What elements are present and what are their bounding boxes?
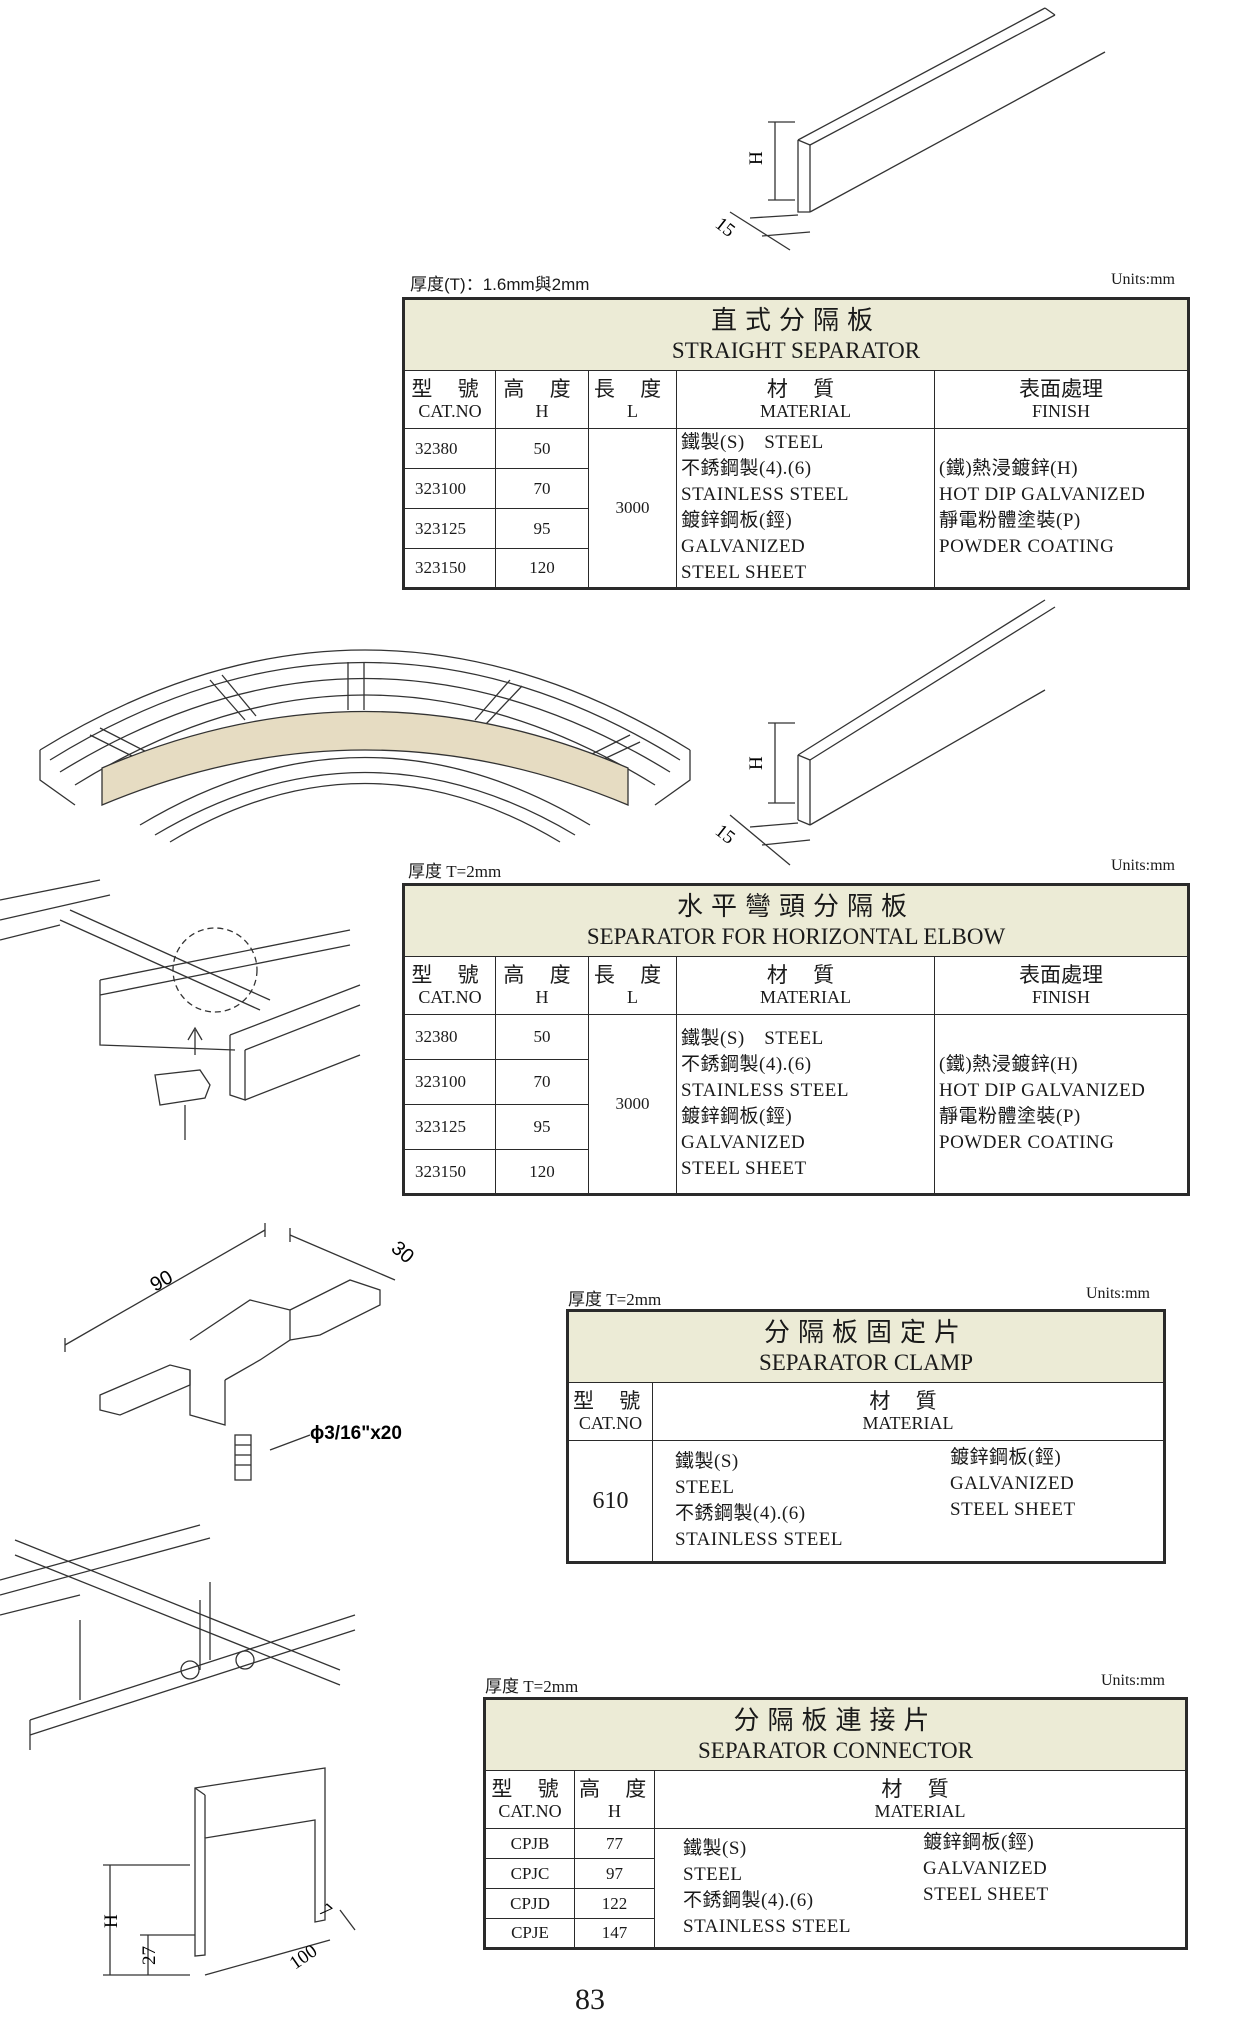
dim-27-label: 27 xyxy=(139,1946,160,1965)
horizontal-units: Units:mm xyxy=(1110,857,1175,874)
separator-highlight xyxy=(101,710,629,806)
table-cell-cat: 323100 xyxy=(403,1059,496,1105)
table-cell-material: 鐵製(S) STEEL 不銹鋼製(4).(6) STAINLESS STEEL … xyxy=(651,1440,1166,1563)
straight-separator-drawing: H 15 xyxy=(700,0,1120,280)
horizontal-elbow-table: 水平彎頭分隔板 SEPARATOR FOR HORIZONTAL ELBOW 型… xyxy=(402,883,1190,1196)
table-cell-length: 3000 xyxy=(588,1014,677,1195)
connector-install-drawing xyxy=(0,1520,370,1750)
table-cell-material: 鐵製(S) STEEL 不銹鋼製(4).(6) STAINLESS STEEL … xyxy=(676,1014,935,1195)
table-cell-h: 147 xyxy=(574,1918,655,1949)
table-cell-length: 3000 xyxy=(588,428,677,589)
table-cell-cat: 323150 xyxy=(403,1149,496,1195)
table-cell-h: 70 xyxy=(495,468,589,509)
dim-100-label: 100 xyxy=(286,1941,321,1975)
page-number: 83 xyxy=(575,1983,605,2016)
table-cell-material: 鐵製(S) STEEL 不銹鋼製(4).(6) STAINLESS STEEL … xyxy=(676,428,935,589)
clamp-units: Units:mm xyxy=(1085,1285,1150,1302)
straight-units: Units:mm xyxy=(1110,271,1175,288)
table-cell-cat: 323125 xyxy=(403,508,496,549)
clamp-install-drawing xyxy=(0,870,380,1160)
table-cell-cat: 323100 xyxy=(403,468,496,509)
table-cell-h: 77 xyxy=(574,1828,655,1859)
table-cell-h: 95 xyxy=(495,1104,589,1150)
connector-units: Units:mm xyxy=(1100,1672,1165,1689)
elbow-separator-profile-drawing: H 15 xyxy=(700,595,1120,870)
table-cell-cat: 32380 xyxy=(403,1014,496,1060)
dim-30-label: 30 xyxy=(387,1237,418,1268)
table-cell-h: 120 xyxy=(495,548,589,589)
table-cell-cat: CPJE xyxy=(484,1918,575,1949)
clamp-thickness-note: 厚度 T=2mm xyxy=(568,1290,662,1309)
table-cell-h: 50 xyxy=(495,1014,589,1060)
dim-15-label: 15 xyxy=(711,820,739,848)
table-cell-h: 120 xyxy=(495,1149,589,1195)
dim-15-label: 15 xyxy=(711,213,739,241)
dim-h-label: H xyxy=(746,756,767,770)
table-cell-cat: 610 xyxy=(567,1440,653,1563)
table-cell-cat: CPJC xyxy=(484,1858,575,1889)
horizontal-elbow-drawing xyxy=(30,620,710,850)
table-cell-cat: 32380 xyxy=(403,428,496,469)
table-cell-cat: 323150 xyxy=(403,548,496,589)
table-cell-cat: CPJD xyxy=(484,1888,575,1919)
connector-title: 分隔板連接片 SEPARATOR CONNECTOR xyxy=(483,1698,1188,1771)
horizontal-thickness-note: 厚度 T=2mm xyxy=(408,862,502,881)
table-cell-h: 95 xyxy=(495,508,589,549)
bolt-spec-label: ϕ3/16"x20 xyxy=(310,1423,402,1444)
connector-thickness-note: 厚度 T=2mm xyxy=(485,1677,579,1696)
straight-thickness-note: 厚度(T)：1.6mm與2mm xyxy=(410,275,590,294)
table-cell-finish: (鐵)熱浸鍍鋅(H) HOT DIP GALVANIZED 靜電粉體塗裝(P) … xyxy=(934,1014,1189,1195)
horizontal-title: 水平彎頭分隔板 SEPARATOR FOR HORIZONTAL ELBOW xyxy=(403,884,1189,957)
table-cell-cat: CPJB xyxy=(484,1828,575,1859)
dim-h-label: H xyxy=(746,151,767,165)
dim-90-label: 90 xyxy=(147,1266,177,1296)
dim-h-label: H xyxy=(101,1914,122,1928)
table-cell-h: 50 xyxy=(495,428,589,469)
clamp-title: 分隔板固定片 SEPARATOR CLAMP xyxy=(566,1310,1166,1383)
table-cell-h: 70 xyxy=(495,1059,589,1105)
table-cell-h: 122 xyxy=(574,1888,655,1919)
straight-title: 直式分隔板 STRAIGHT SEPARATOR xyxy=(402,298,1190,371)
table-cell-finish: (鐵)熱浸鍍鋅(H) HOT DIP GALVANIZED 靜電粉體塗裝(P) … xyxy=(933,428,1190,589)
connector-plate-drawing: H 27 7 100 xyxy=(100,1760,380,2010)
table-cell-h: 97 xyxy=(574,1858,655,1889)
table-cell-material: 鐵製(S) STEEL 不銹鋼製(4).(6) STAINLESS STEEL … xyxy=(653,1828,1188,1949)
table-cell-cat: 323125 xyxy=(403,1104,496,1150)
separator-clamp-drawing: 90 30 ϕ3/16"x20 xyxy=(60,1220,460,1520)
